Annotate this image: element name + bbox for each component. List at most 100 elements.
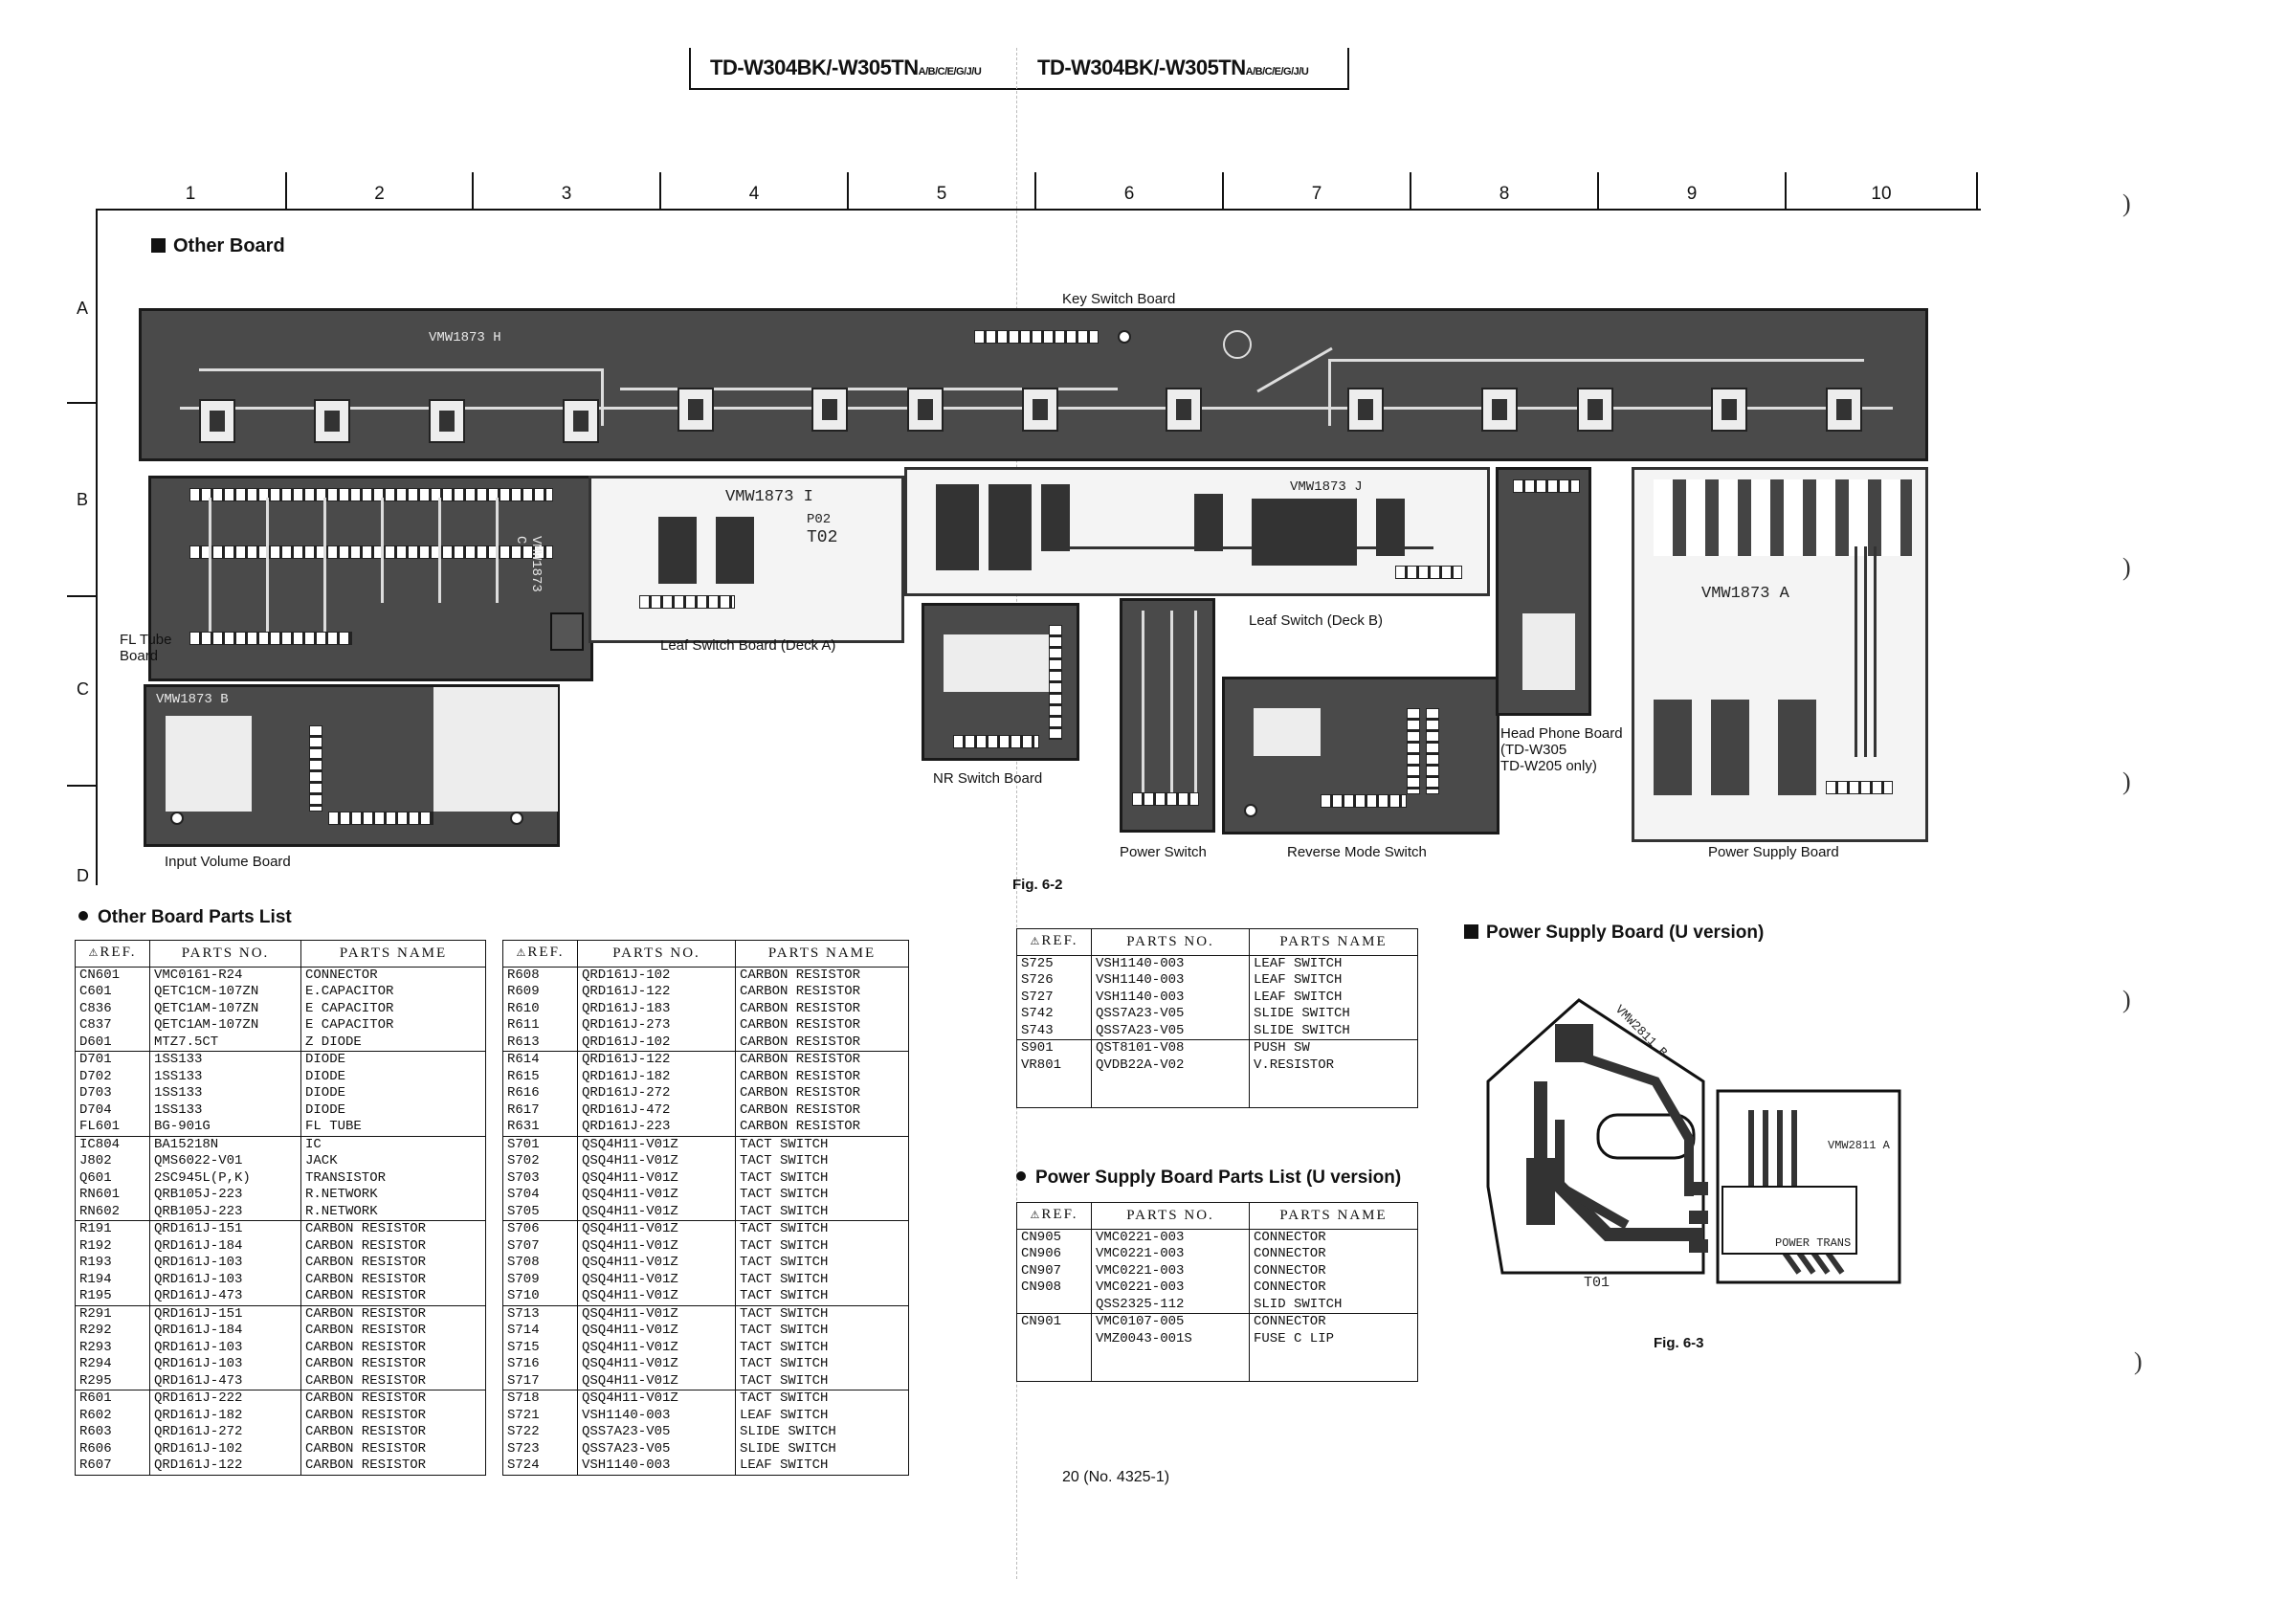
cell-parts-name: LEAF SWITCH — [1249, 954, 1418, 972]
cell-ref: CN908 — [1016, 1279, 1092, 1297]
cell-parts-name: CARBON RESISTOR — [735, 1101, 909, 1119]
cell-ref: S704 — [502, 1187, 578, 1204]
ruler-col-7: 7 — [1224, 172, 1411, 211]
cell-parts-no: QRD161J-184 — [149, 1323, 301, 1340]
other-board-title: Other Board — [151, 235, 285, 257]
col-ref: ⚠REF. — [502, 940, 578, 968]
cell-parts-name: TACT SWITCH — [735, 1304, 909, 1323]
cell-parts-name: IC — [300, 1135, 486, 1153]
silk-key-board: VMW1873 H — [429, 330, 501, 345]
fig-6-3-caption: Fig. 6-3 — [1654, 1335, 1704, 1351]
cell-parts-name: TACT SWITCH — [735, 1255, 909, 1272]
ruler-col-8: 8 — [1411, 172, 1599, 211]
cell-parts-name: LEAF SWITCH — [735, 1407, 909, 1424]
cell-parts-no: QRD161J-272 — [577, 1085, 736, 1102]
cell-parts-no: MTZ7.5CT — [149, 1034, 301, 1052]
cell-parts-no: QSQ4H11-V01Z — [577, 1339, 736, 1356]
cell-parts-name: V.RESISTOR — [1249, 1057, 1418, 1074]
cell-parts-no: QSS7A23-V05 — [1091, 1022, 1250, 1040]
cell-ref: R611 — [502, 1017, 578, 1034]
cell-parts-no: QRB105J-223 — [149, 1203, 301, 1221]
cell-parts-no: 2SC945L(P,K) — [149, 1169, 301, 1187]
cell-parts-no: QRD161J-103 — [149, 1271, 301, 1288]
cell-ref: S725 — [1016, 954, 1092, 972]
cell-parts-name: CONNECTOR — [1249, 1246, 1418, 1263]
silk-power-trans: POWER TRANS — [1775, 1236, 1852, 1250]
cell-ref: CN907 — [1016, 1262, 1092, 1279]
ruler-col-1: 1 — [96, 172, 287, 211]
cell-parts-name: TACT SWITCH — [735, 1271, 909, 1288]
cell-ref: R614 — [502, 1051, 578, 1069]
cell-ref: R631 — [502, 1119, 578, 1136]
cell-parts-no: QRD161J-222 — [149, 1390, 301, 1408]
cell-parts-name: CARBON RESISTOR — [300, 1407, 486, 1424]
cell-parts-no: QRD161J-122 — [149, 1457, 301, 1476]
label-nr-switch-board: NR Switch Board — [933, 770, 1043, 787]
cell-parts-no: QSS2325-112 — [1091, 1296, 1250, 1314]
row-tick — [67, 785, 98, 787]
fig-6-2-caption: Fig. 6-2 — [1012, 877, 1063, 893]
fw700-connector — [550, 612, 584, 651]
cell-parts-name: SLIDE SWITCH — [735, 1440, 909, 1457]
cell-ref: S707 — [502, 1237, 578, 1255]
cell-parts-no: QRD161J-184 — [149, 1237, 301, 1255]
cell-parts-no: QRD161J-122 — [577, 984, 736, 1001]
row-label-d: D — [77, 866, 89, 885]
cell-ref: VR801 — [1016, 1057, 1092, 1074]
cell-parts-name: DIODE — [300, 1101, 486, 1119]
cell-parts-name: DIODE — [300, 1051, 486, 1069]
cell-parts-no: QETC1AM-107ZN — [149, 1000, 301, 1017]
cell-parts-no: QSQ4H11-V01Z — [577, 1135, 736, 1153]
cell-parts-name — [1249, 1364, 1418, 1382]
label-reverse-mode-switch: Reverse Mode Switch — [1287, 844, 1427, 860]
cell-parts-no: QSQ4H11-V01Z — [577, 1304, 736, 1323]
cell-ref: R193 — [75, 1255, 150, 1272]
fl-tube-board: VMW1873 C — [148, 476, 593, 681]
cell-parts-name: CARBON RESISTOR — [300, 1271, 486, 1288]
cell-ref: R616 — [502, 1085, 578, 1102]
bullet-icon — [78, 911, 88, 921]
cell-parts-no: QRD161J-472 — [577, 1101, 736, 1119]
cell-parts-no: QRD161J-272 — [149, 1424, 301, 1441]
cell-ref: S724 — [502, 1457, 578, 1476]
cell-ref: S705 — [502, 1203, 578, 1221]
cell-parts-name: CARBON RESISTOR — [300, 1255, 486, 1272]
silk-vmw-c: VMW1873 C — [513, 536, 544, 592]
cell-parts-name: CONNECTOR — [1249, 1313, 1418, 1331]
cell-ref: S703 — [502, 1169, 578, 1187]
cell-ref: R615 — [502, 1068, 578, 1085]
ruler-col-10: 10 — [1787, 172, 1978, 211]
cell-parts-name: SLID SWITCH — [1249, 1296, 1418, 1314]
silk-psu: VMW1873 A — [1701, 585, 1789, 603]
cell-parts-name: TACT SWITCH — [735, 1203, 909, 1221]
power-switch-board — [1120, 598, 1215, 833]
cell-parts-no: 1SS133 — [149, 1101, 301, 1119]
cell-ref: S723 — [502, 1440, 578, 1457]
cell-ref: R293 — [75, 1339, 150, 1356]
leaf-switch-board-deck-a: VMW1873 I P02 T02 — [589, 476, 904, 643]
cell-parts-name: SLIDE SWITCH — [1249, 1022, 1418, 1040]
label-head-phone-board: Head Phone Board (TD-W305 TD-W205 only) — [1500, 725, 1623, 774]
cell-ref: R606 — [75, 1440, 150, 1457]
cell-parts-no: QRD161J-102 — [149, 1440, 301, 1457]
cell-parts-no: VMC0221-003 — [1091, 1228, 1250, 1246]
